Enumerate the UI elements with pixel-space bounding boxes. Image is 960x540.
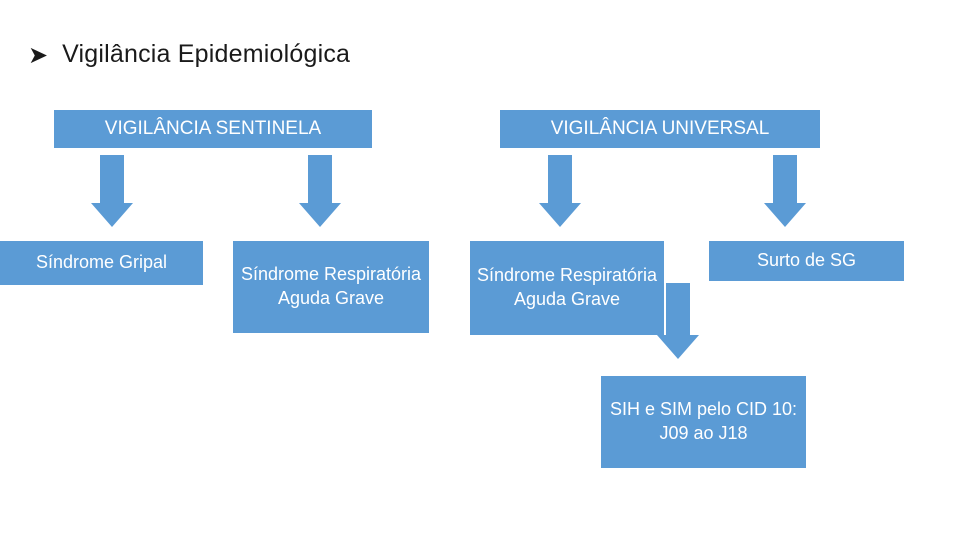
header-box-vigilancia-sentinela-label: VIGILÂNCIA SENTINELA bbox=[104, 118, 322, 140]
box-sindrome-gripal-label: Síndrome Gripal bbox=[35, 252, 168, 273]
down-arrow-icon-sentinela-right bbox=[292, 155, 348, 227]
box-srag-universal: Síndrome Respiratória Aguda Grave bbox=[470, 241, 664, 335]
bullet-arrow-icon: ➤ bbox=[28, 40, 49, 69]
header-box-vigilancia-universal: VIGILÂNCIA UNIVERSAL bbox=[500, 110, 820, 148]
box-surto-de-sg-label: Surto de SG bbox=[756, 250, 857, 271]
down-arrow-icon-sentinela-left bbox=[84, 155, 140, 227]
box-srag-sentinela-label: Síndrome Respiratória Aguda Grave bbox=[240, 264, 422, 308]
box-surto-de-sg: Surto de SG bbox=[709, 241, 904, 281]
box-srag-universal-label: Síndrome Respiratória Aguda Grave bbox=[476, 265, 658, 309]
page-title: ➤ Vigilância Epidemiológica bbox=[28, 40, 350, 69]
box-sih-e-sim: SIH e SIM pelo CID 10: J09 ao J18 bbox=[601, 376, 806, 468]
header-box-vigilancia-universal-label: VIGILÂNCIA UNIVERSAL bbox=[550, 118, 770, 140]
down-arrow-icon-srag-to-sih bbox=[650, 283, 706, 359]
down-arrow-icon-universal-left bbox=[532, 155, 588, 227]
box-sindrome-gripal: Síndrome Gripal bbox=[0, 241, 203, 285]
box-srag-sentinela: Síndrome Respiratória Aguda Grave bbox=[233, 241, 429, 333]
header-box-vigilancia-sentinela: VIGILÂNCIA SENTINELA bbox=[54, 110, 372, 148]
page-title-text: Vigilância Epidemiológica bbox=[62, 40, 351, 68]
box-sih-e-sim-label: SIH e SIM pelo CID 10: J09 ao J18 bbox=[609, 399, 798, 443]
down-arrow-icon-universal-right bbox=[757, 155, 813, 227]
